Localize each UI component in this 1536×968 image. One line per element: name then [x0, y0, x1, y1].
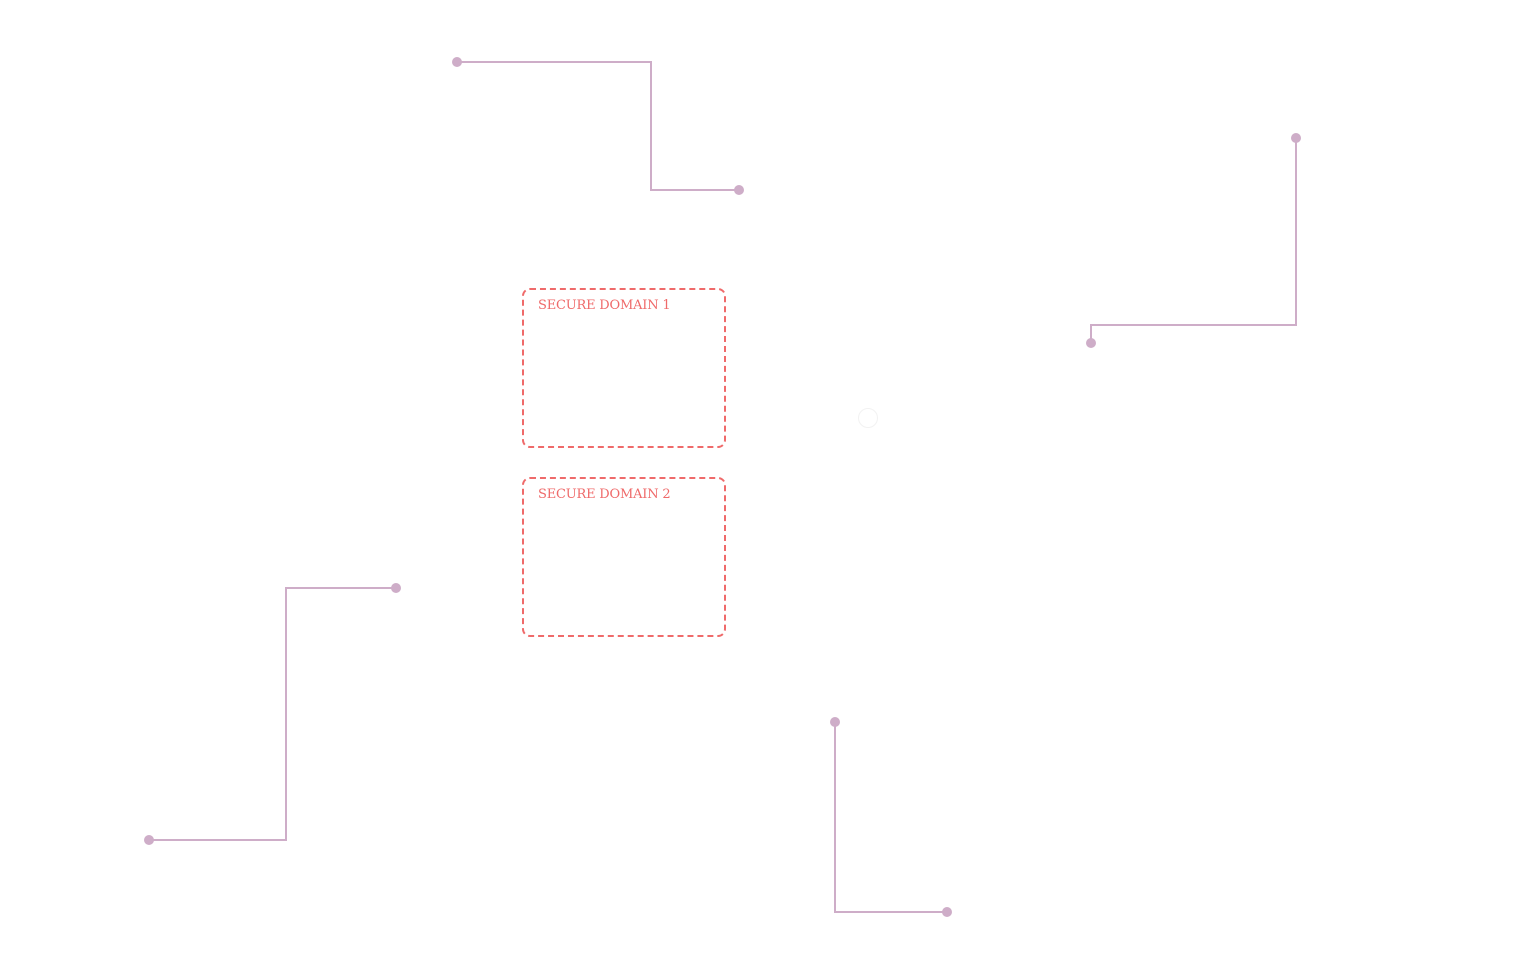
connector-bottom-center-line: [834, 722, 947, 913]
secure-domain-2-label: SECURE DOMAIN 2: [538, 487, 671, 502]
secure-domain-1-label: SECURE DOMAIN 1: [538, 298, 671, 313]
secure-domain-2-box[interactable]: SECURE DOMAIN 2: [522, 477, 726, 637]
connector-bottom-left-start-node[interactable]: [391, 583, 401, 593]
connector-bottom-center-start-node[interactable]: [830, 717, 840, 727]
connector-bottom-center-end-node[interactable]: [942, 907, 952, 917]
connectors: [144, 57, 1301, 917]
connector-bottom-left-line: [149, 587, 396, 841]
connector-top-right-line: [1090, 138, 1297, 343]
connector-bottom-left[interactable]: [144, 583, 401, 845]
connector-top-center[interactable]: [452, 57, 744, 195]
connector-top-center-end-node[interactable]: [734, 185, 744, 195]
connector-top-right-end-node[interactable]: [1086, 338, 1096, 348]
connector-top-right-start-node[interactable]: [1291, 133, 1301, 143]
secure-domain-1-box[interactable]: SECURE DOMAIN 1: [522, 288, 726, 448]
connector-top-center-start-node[interactable]: [452, 57, 462, 67]
connector-bottom-left-end-node[interactable]: [144, 835, 154, 845]
connector-top-right[interactable]: [1086, 133, 1301, 348]
connector-bottom-center[interactable]: [830, 717, 952, 917]
loading-spinner-icon: [858, 408, 878, 428]
connector-top-center-line: [457, 61, 739, 191]
